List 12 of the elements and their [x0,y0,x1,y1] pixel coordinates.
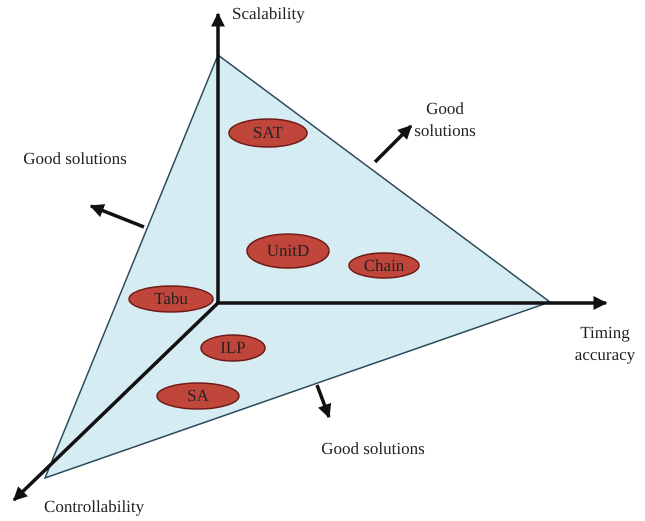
method-label: SAT [252,123,284,143]
annotation-text: Good solutions [413,98,477,142]
annotation-text: Good solutions [320,438,426,460]
method-label: UnitD [266,241,310,261]
method-label: ILP [220,338,246,358]
method-label: SA [187,386,209,406]
annotation-text: Good solutions [22,148,128,170]
axis-label: Scalability [232,3,306,25]
method-label: Tabu [154,289,188,309]
axis-label: Controllability [44,496,146,518]
method-label: Chain [364,256,404,276]
axis-label: Timing accuracy [574,322,636,366]
